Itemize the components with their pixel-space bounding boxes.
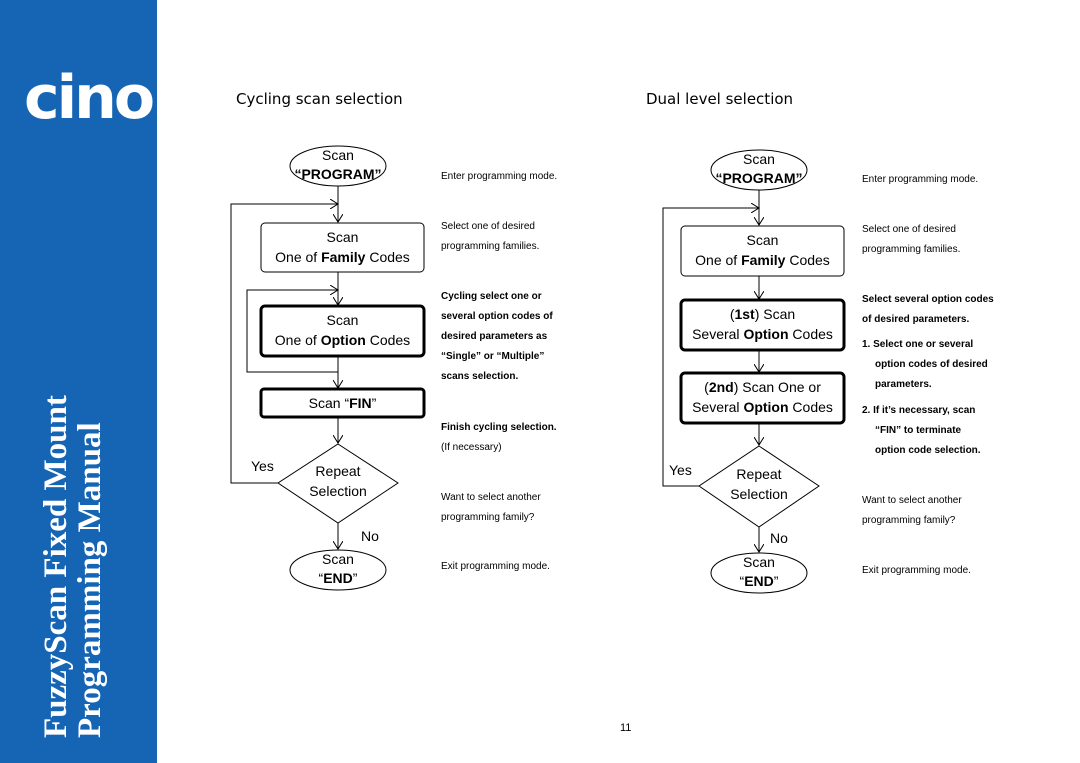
left-desc-finish: Finish cycling selection.(If necessary) bbox=[441, 422, 557, 453]
right-family-box bbox=[680, 225, 845, 277]
right-second-option-box bbox=[679, 371, 846, 425]
left-end-label: “END” bbox=[318, 570, 358, 586]
right-no-label: No bbox=[770, 530, 788, 546]
right-program-node: Scan “PROGRAM” bbox=[711, 150, 807, 188]
right-desc-enter: Enter programming mode. bbox=[862, 174, 979, 185]
left-option-scan: Scan bbox=[326, 312, 359, 328]
left-fin-node: Scan “FIN” bbox=[308, 395, 377, 411]
left-family-scan: Scan bbox=[326, 229, 359, 245]
right-end-scan: Scan bbox=[743, 554, 775, 570]
right-family-label: One of Family Codes bbox=[695, 252, 830, 268]
right-first-label: Several Option Codes bbox=[692, 326, 833, 342]
right-repeat-node: Repeat Selection bbox=[709, 464, 809, 504]
right-family-scan: Scan bbox=[746, 232, 779, 248]
registered-mark: ® bbox=[137, 86, 143, 95]
sidebar: cino ® FuzzyScan Fixed Mount Programming… bbox=[0, 0, 157, 763]
left-section-title: Cycling scan selection bbox=[236, 90, 403, 108]
right-first-option-node: (1st) Scan Several Option Codes bbox=[681, 304, 844, 344]
left-fin-box bbox=[259, 387, 426, 419]
left-program-scan: Scan bbox=[322, 147, 354, 163]
right-end-ellipse bbox=[710, 552, 808, 594]
left-option-label: One of Option Codes bbox=[274, 332, 411, 348]
left-program-label: “PROGRAM” bbox=[294, 166, 382, 182]
right-family-node: Scan One of Family Codes bbox=[681, 230, 844, 270]
right-second-scan: (2nd) Scan One or bbox=[704, 379, 821, 395]
left-end-ellipse bbox=[289, 549, 387, 591]
left-family-box bbox=[260, 222, 425, 273]
right-repeat-line2: Selection bbox=[730, 486, 788, 502]
right-desc-step1: 1. Select one or several option codes of… bbox=[862, 339, 988, 390]
left-end-scan: Scan bbox=[322, 551, 354, 567]
left-repeat-line1: Repeat bbox=[315, 463, 361, 479]
right-first-scan: (1st) Scan bbox=[729, 306, 796, 322]
right-program-label: “PROGRAM” bbox=[715, 170, 803, 186]
right-program-scan: Scan bbox=[743, 151, 775, 167]
left-no-label: No bbox=[361, 528, 379, 544]
left-desc-exit: Exit programming mode. bbox=[441, 561, 550, 572]
right-desc-exit: Exit programming mode. bbox=[862, 565, 971, 576]
right-second-label: Several Option Codes bbox=[692, 399, 833, 415]
right-second-option-node: (2nd) Scan One or Several Option Codes bbox=[681, 377, 844, 417]
right-first-option-box bbox=[679, 298, 846, 352]
left-repeat-line2: Selection bbox=[309, 483, 367, 499]
cino-logo: cino bbox=[24, 63, 155, 133]
left-option-node: Scan One of Option Codes bbox=[261, 310, 424, 350]
page-number: 11 bbox=[620, 722, 632, 734]
right-desc-step2: 2. If it’s necessary, scan “FIN” to term… bbox=[862, 405, 981, 456]
left-family-node: Scan One of Family Codes bbox=[261, 227, 424, 267]
right-repeat-line1: Repeat bbox=[736, 466, 782, 482]
left-program-node: Scan “PROGRAM” bbox=[290, 146, 386, 184]
left-yes-label: Yes bbox=[251, 458, 274, 474]
right-end-label: “END” bbox=[739, 573, 779, 589]
left-end-node: Scan “END” bbox=[290, 550, 386, 588]
right-section-title: Dual level selection bbox=[646, 90, 794, 108]
left-family-label: One of Family Codes bbox=[275, 249, 410, 265]
left-repeat-node: Repeat Selection bbox=[288, 461, 388, 501]
right-yes-label: Yes bbox=[669, 462, 692, 478]
left-option-box bbox=[259, 304, 426, 358]
left-desc-enter: Enter programming mode. bbox=[441, 171, 558, 182]
right-end-node: Scan “END” bbox=[711, 553, 807, 591]
